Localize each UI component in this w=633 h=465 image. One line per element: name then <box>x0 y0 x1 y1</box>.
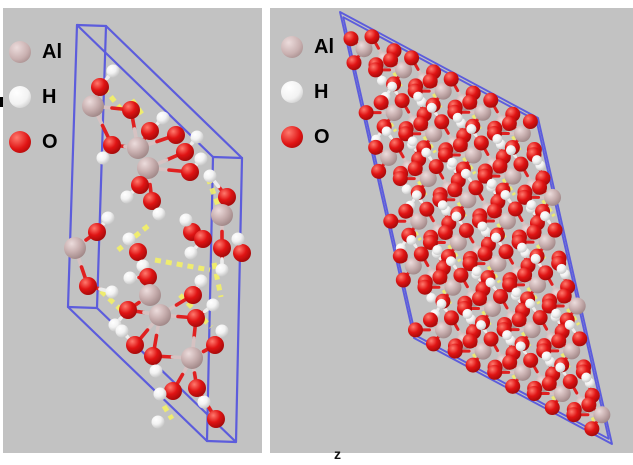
legend-item-al: Al <box>281 36 334 58</box>
al-atom-icon <box>281 36 303 58</box>
al-atom-icon <box>9 41 31 63</box>
legend-item-al: Al <box>9 41 62 63</box>
legend-item-h: H <box>281 81 334 103</box>
h-atom-icon <box>281 81 303 103</box>
left-panel-unit-cell: Al H O <box>3 8 262 453</box>
legend-label-h: H <box>42 86 57 108</box>
legend-label-al: Al <box>42 41 62 63</box>
o-atom-icon <box>9 131 31 153</box>
legend-label-al: Al <box>314 36 334 58</box>
legend-item-o: O <box>281 126 334 148</box>
legend-label-o: O <box>42 131 58 153</box>
atoms-group <box>64 64 251 429</box>
h-atom-icon <box>9 86 31 108</box>
o-atom-icon <box>281 126 303 148</box>
unit-cell-group <box>66 23 244 444</box>
atoms-group <box>343 29 611 437</box>
legend-item-o: O <box>9 131 62 153</box>
legend-left: Al H O <box>9 41 62 153</box>
z-axis-label: z <box>334 446 341 462</box>
unit-cell-structure-drawing <box>64 23 251 444</box>
legend-item-h: H <box>9 86 62 108</box>
edge-tick-mark <box>0 97 3 107</box>
legend-label-o: O <box>314 126 330 148</box>
supercell-structure-drawing <box>339 11 613 445</box>
legend-label-h: H <box>314 81 329 103</box>
legend-right: Al H O <box>281 36 334 148</box>
right-panel-supercell: Al H O <box>270 8 633 453</box>
